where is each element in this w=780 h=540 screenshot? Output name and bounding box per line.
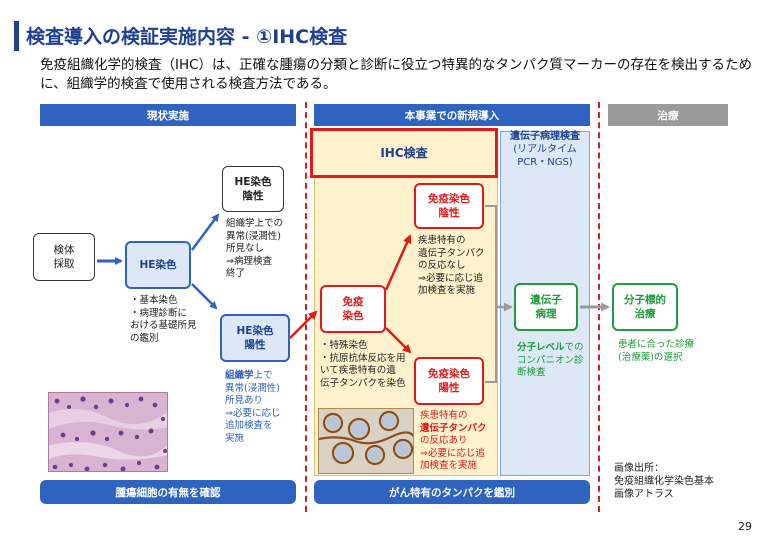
- treatment-note: 患者に合った診療 (治療薬)の選択: [618, 339, 695, 363]
- banner-middle: がん特有のタンパクを鑑別: [314, 480, 590, 504]
- molecular-therapy-box: 分子標的 治療: [612, 283, 678, 331]
- page-title: 検査導入の検証実施内容 - ①IHC検査: [26, 26, 348, 48]
- genetic-test-header: 遺伝子病理検査 (リアルタイム PCR・NGS): [500, 130, 590, 169]
- banner-left: 腫瘍細胞の有無を確認: [40, 480, 296, 504]
- arrow-he-to-negative: [190, 213, 220, 251]
- specimen-box: 検体 採取: [33, 233, 95, 281]
- he-positive-note-strong: 組織学: [225, 370, 254, 381]
- immuno-note: ・特殊染色 ・抗原抗体反応を用 いて疾患特有の遺 伝子タンパクを染色: [320, 340, 406, 389]
- genetic-test-subtitle: (リアルタイム PCR・NGS): [513, 144, 577, 168]
- arrow-he-positive-to-immuno: [289, 310, 318, 339]
- ihc-positive-note: 疾患特有の遺伝子タンパクの反応あり ⇒必要に応じ追 加検査を実施: [420, 410, 500, 473]
- separator-left: [305, 102, 307, 512]
- ihc-negative-box: 免疫染色 陰性: [414, 183, 484, 229]
- title-accent-bar: [14, 21, 19, 51]
- immuno-stain-box: 免疫 染色: [320, 285, 386, 333]
- ihc-positive-box: 免疫染色 陽性: [414, 357, 484, 405]
- he-micrograph-graphic: [49, 393, 167, 471]
- intro-text: 免疫組織化学的検査（IHC）は、正確な腫瘍の分類と診断に役立つ特異的なタンパク質…: [40, 57, 753, 92]
- ihc-title-box: IHC検査: [310, 128, 498, 178]
- page-number: 29: [738, 520, 752, 533]
- ihc-negative-note: 疾患特有の 遺伝子タンパク の反応なし ⇒必要に応じ追 加検査を実施: [418, 235, 485, 296]
- header-new: 本事業での新規導入: [314, 104, 590, 126]
- genetic-pathology-box: 遺伝子 病理: [514, 283, 578, 331]
- ihc-positive-note-3: の反応あり ⇒必要に応じ追 加検査を実施: [420, 435, 485, 471]
- genetic-note-rest: での コンパニオン診 断検査: [517, 342, 584, 378]
- he-stain-box: HE染色: [125, 241, 191, 289]
- he-micrograph-image: [48, 392, 168, 472]
- ihc-positive-note-1: 疾患特有の: [420, 410, 468, 421]
- he-basic-note: ・基本染色 ・病理診断に おける基礎所見 の鑑別: [130, 295, 197, 344]
- he-positive-note: 組織学上で 異常(浸潤性) 所見あり ⇒必要に応じ 追加検査を 実施: [225, 370, 303, 445]
- he-negative-box: HE染色 陰性: [222, 166, 284, 212]
- header-treatment: 治療: [608, 104, 728, 126]
- genetic-note-strong: 分子レベル: [517, 342, 565, 353]
- image-source-note: 画像出所： 免疫組織化学染色基本 画像アトラス: [614, 463, 714, 500]
- genetic-test-title: 遺伝子病理検査: [510, 131, 580, 142]
- ihc-micrograph-graphic: [319, 409, 413, 473]
- arrow-immuno-to-negative: [384, 234, 412, 291]
- genetic-note: 分子レベルでの コンパニオン診 断検査: [517, 342, 593, 380]
- header-current: 現状実施: [40, 104, 296, 126]
- he-positive-box: HE染色 陽性: [220, 314, 290, 362]
- arrow-he-to-positive: [191, 283, 218, 310]
- arrow-immuno-to-positive: [385, 327, 412, 354]
- ihc-micrograph-image: [318, 408, 414, 474]
- he-positive-note-rest: 上で 異常(浸潤性) 所見あり ⇒必要に応じ 追加検査を 実施: [225, 370, 281, 444]
- bracket-ihc-results: [485, 205, 497, 383]
- he-negative-note: 組織学上での 異常(浸潤性) 所見なし ⇒病理検査 終了: [226, 218, 284, 279]
- ihc-positive-note-2: 遺伝子タンパク: [420, 422, 487, 434]
